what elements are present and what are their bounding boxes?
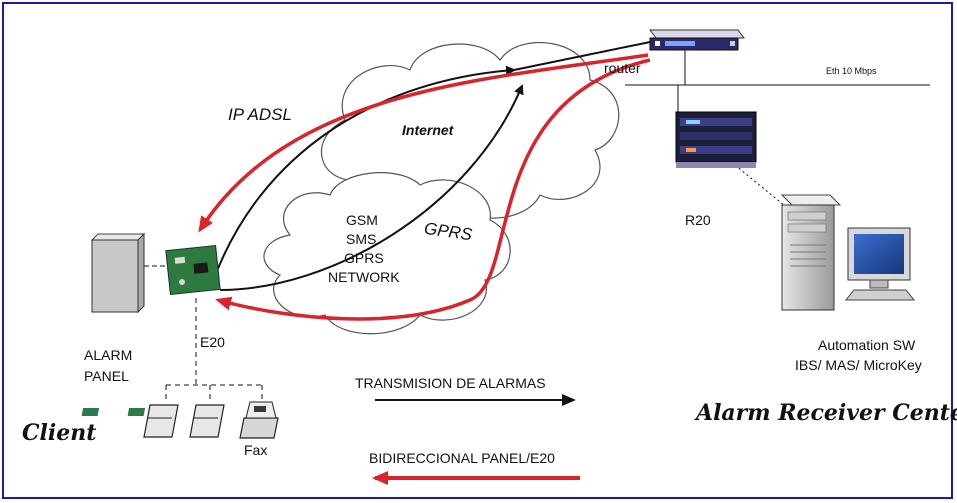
e20-board-icon bbox=[165, 244, 221, 296]
alarm-receiver-center-title: Alarm Receiver Center bbox=[696, 400, 957, 426]
phone-line-wiring bbox=[165, 298, 263, 402]
router-label: router bbox=[604, 60, 641, 76]
legend-arrows bbox=[372, 394, 580, 485]
red-bidirectional-paths bbox=[198, 53, 651, 321]
router-icon bbox=[649, 29, 745, 51]
gsm-label: GSM bbox=[346, 212, 378, 228]
network-label: NETWORK bbox=[328, 269, 400, 285]
alarm-label: ALARM bbox=[84, 347, 133, 363]
fax-label: Fax bbox=[244, 442, 268, 458]
network-wiring bbox=[625, 48, 930, 211]
phone-icon bbox=[127, 404, 225, 438]
alarm-panel-icon bbox=[90, 232, 168, 314]
r20-label: R20 bbox=[685, 212, 711, 228]
black-transmission-paths bbox=[211, 41, 651, 291]
sms-label: SMS bbox=[346, 231, 377, 247]
panel-label: PANEL bbox=[84, 368, 129, 384]
fax-icon bbox=[239, 401, 279, 439]
legend-bidir-label: BIDIRECCIONAL PANEL/E20 bbox=[369, 450, 555, 466]
e20-label: E20 bbox=[200, 334, 225, 350]
gsm-cloud bbox=[263, 172, 511, 335]
legend-transmit-label: TRANSMISION DE ALARMAS bbox=[355, 375, 546, 391]
sw-list-label: IBS/ MAS/ MicroKey bbox=[795, 357, 922, 373]
gprs-network-gprs-label: GPRS bbox=[344, 250, 384, 266]
internet-label: Internet bbox=[402, 122, 454, 138]
ip-adsl-label: IP ADSL bbox=[228, 105, 292, 124]
receiver-r20-icon bbox=[675, 111, 757, 168]
automation-sw-label: Automation SW bbox=[818, 337, 916, 353]
server-tower-icon bbox=[780, 194, 842, 311]
eth-label: Eth 10 Mbps bbox=[826, 66, 877, 76]
phone-icon bbox=[81, 404, 179, 438]
monitor-icon bbox=[844, 227, 916, 301]
client-title: Client bbox=[22, 420, 97, 446]
